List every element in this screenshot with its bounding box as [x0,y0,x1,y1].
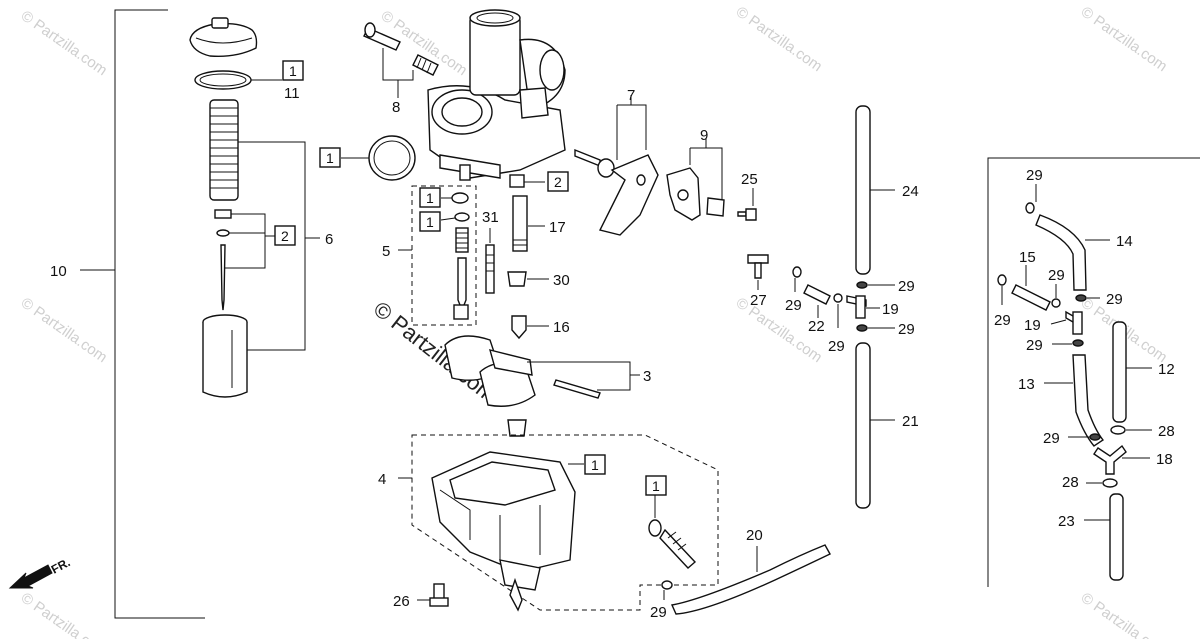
callout-27: 27 [750,292,767,309]
callout-1: 1 [426,190,434,206]
callout-1: 1 [426,214,434,230]
callout-box-1 [282,60,304,81]
callout-29: 29 [994,312,1011,329]
callout-2: 2 [281,228,289,244]
callout-29: 29 [785,297,802,314]
group-10-bracket: 10 [50,9,205,619]
part-23-tube [1109,493,1124,581]
callout-19: 19 [1024,317,1041,334]
watermark: © Partzilla.com [18,589,111,639]
watermark: © Partzilla.com [1078,3,1171,75]
callout-26: 26 [393,593,410,610]
part-30-main-jet [507,271,527,287]
bellows-boot [209,99,239,201]
part-22-tube [803,284,831,305]
group-4-box [411,434,719,611]
callout-13: 13 [1018,376,1035,393]
callout-5: 5 [382,243,390,260]
callout-29: 29 [898,278,915,295]
callout-15: 15 [1019,249,1036,266]
callout-22: 22 [808,318,825,335]
callout-1: 1 [289,63,297,79]
callout-12: 12 [1158,361,1175,378]
callout-1: 1 [326,150,334,166]
part-12-tube [1112,321,1127,423]
callout-11: 11 [284,85,300,102]
watermark: © Partzilla.com [18,7,111,79]
callout-29: 29 [1043,430,1060,447]
throttle-slide [202,314,248,398]
part-20-drain-tube [670,544,831,615]
callout-30: 30 [553,272,570,289]
part-27-screw [747,254,769,279]
part-9-cable-bracket [666,167,725,221]
part-26-bowl-screw [429,583,449,607]
callout-21: 21 [902,413,919,430]
part-21-tube [855,342,871,509]
right-panel-border [987,157,1200,587]
part-7-throttle-arm [574,148,659,236]
jet-needle [214,209,232,311]
callout-29: 29 [1026,167,1043,184]
callout-19: 19 [882,301,899,318]
callout-24: 24 [902,183,919,200]
callout-23: 23 [1058,513,1075,530]
callout-8: 8 [392,99,400,116]
callout-2: 2 [554,174,562,190]
air-screw [453,257,469,320]
callout-4: 4 [378,471,386,488]
callout-29: 29 [898,321,915,338]
float-bowl [431,451,576,612]
callout-29: 29 [1026,337,1043,354]
part-13-tube [1072,354,1105,447]
callout-6: 6 [325,231,333,248]
callout-29: 29 [650,604,667,621]
callout-7: 7 [627,87,635,104]
part-16-float-valve [511,315,527,340]
watermark: © Partzilla.com [1078,589,1171,639]
callout-25: 25 [741,171,758,188]
callout-1: 1 [652,478,660,494]
callout-14: 14 [1116,233,1133,250]
air-screw-spring [455,227,469,253]
callout-29: 29 [1106,291,1123,308]
callout-29: 29 [828,338,845,355]
callout-3: 3 [643,368,651,385]
part-15-tube [1011,284,1051,311]
part-18-y-joint [1093,444,1127,475]
drain-screw [659,528,697,569]
callout-10: 10 [50,263,67,280]
part-25-screw [737,208,757,221]
callout-18: 18 [1156,451,1173,468]
front-direction-arrow: FR. [8,555,73,589]
callout-9: 9 [700,127,708,144]
part-31-pilot-jet [485,244,495,294]
callout-17: 17 [549,219,566,236]
carburetor-body [427,9,566,181]
callout-16: 16 [553,319,570,336]
watermark: © Partzilla.com [733,3,826,75]
part-17-needle-jet-holder [512,195,528,252]
top-cap [189,17,258,58]
callout-28: 28 [1062,474,1079,491]
callout-29: 29 [1048,267,1065,284]
part-3-float [444,335,601,437]
watermark: © Partzilla.com [18,294,111,366]
front-label: FR. [49,555,73,576]
callout-31: 31 [482,209,499,226]
group-5-box [411,185,477,326]
part-14-hose [1035,214,1087,291]
callout-1: 1 [591,457,599,473]
part-24-tube [855,105,871,275]
part-8-throttle-stop-screw [363,22,439,76]
callout-20: 20 [746,527,763,544]
callout-28: 28 [1158,423,1175,440]
insulator-o-ring [368,135,416,181]
